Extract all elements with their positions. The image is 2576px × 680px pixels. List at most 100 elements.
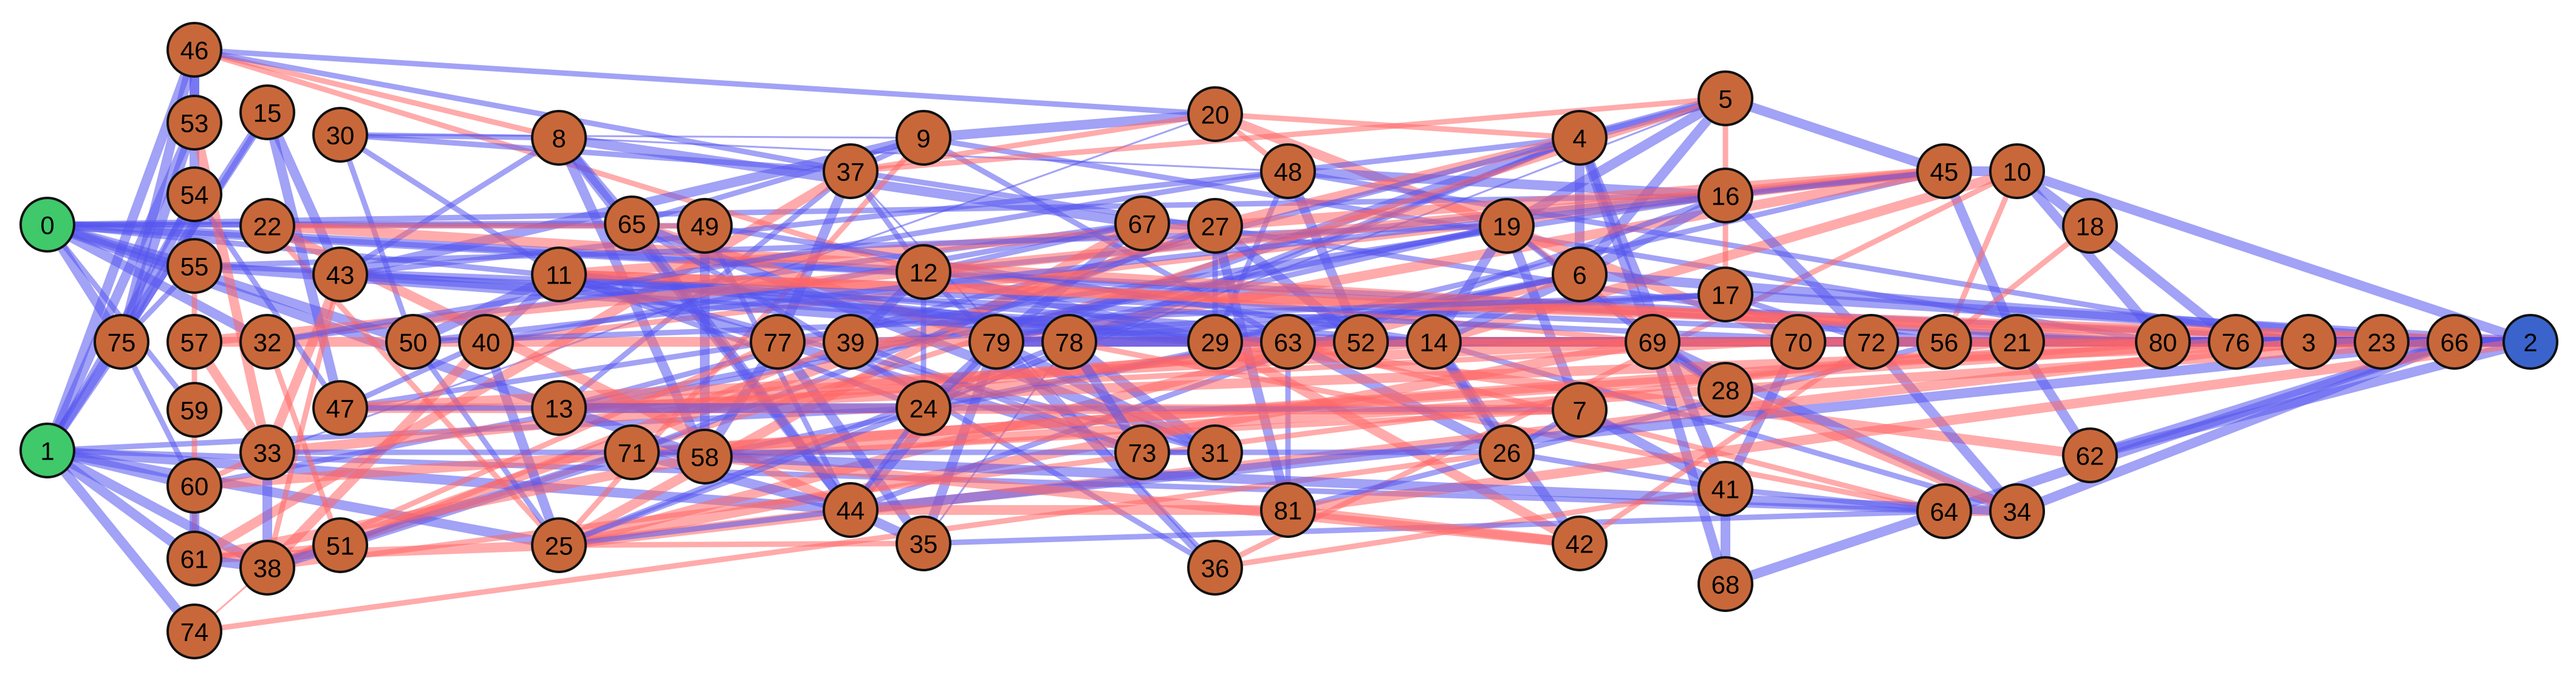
node-77: 77	[750, 314, 806, 370]
node-label: 70	[1784, 328, 1813, 357]
node-circle	[1187, 424, 1243, 480]
node-label: 52	[1347, 328, 1375, 357]
edge-23-13	[554, 337, 2386, 413]
node-label: 64	[1930, 498, 1959, 526]
node-label: 63	[1274, 328, 1303, 357]
node-75: 75	[94, 314, 149, 370]
node-circle	[968, 314, 1024, 370]
node-label: 14	[1420, 328, 1448, 357]
edge-10-2	[2012, 166, 2535, 347]
node-label: 73	[1128, 439, 1157, 467]
node-label: 16	[1711, 182, 1740, 211]
node-label: 40	[472, 328, 501, 357]
node-label: 45	[1930, 158, 1959, 186]
node-label: 38	[253, 554, 282, 583]
node-circle	[1697, 168, 1753, 223]
node-circle	[1187, 314, 1243, 370]
node-circle	[1916, 314, 1972, 370]
node-72: 72	[1843, 314, 1899, 370]
node-label: 55	[180, 253, 209, 281]
node-circle	[2281, 314, 2337, 370]
edge-64-68	[1721, 506, 1949, 589]
node-circle	[1552, 110, 1608, 166]
edge-30-9	[339, 134, 925, 139]
node-label: 48	[1274, 158, 1303, 186]
node-58: 58	[677, 429, 733, 484]
node-label: 32	[253, 328, 282, 357]
node-label: 25	[545, 532, 574, 560]
node-circle	[1114, 195, 1170, 251]
node-circle	[1697, 267, 1753, 322]
node-circle	[239, 424, 295, 480]
node-circle	[1041, 314, 1097, 370]
node-label: 20	[1201, 101, 1230, 129]
node-label: 23	[2368, 328, 2396, 357]
node-68: 68	[1697, 556, 1753, 612]
node-circle	[19, 423, 75, 478]
node-circle	[239, 84, 295, 140]
node-circle	[1843, 314, 1899, 370]
node-label: 28	[1711, 376, 1740, 405]
edge-58-34	[700, 452, 2022, 516]
node-44: 44	[823, 482, 879, 538]
node-circle	[1479, 198, 1535, 254]
node-76: 76	[2208, 314, 2264, 370]
node-49: 49	[677, 198, 733, 254]
node-12: 12	[896, 244, 951, 300]
node-circle	[1697, 70, 1753, 126]
node-26: 26	[1479, 424, 1535, 480]
node-circle	[1114, 424, 1170, 480]
node-7: 7	[1552, 382, 1608, 438]
node-0: 0	[19, 197, 75, 253]
node-3: 3	[2281, 314, 2337, 370]
node-circle	[531, 517, 587, 573]
node-51: 51	[312, 517, 368, 573]
edge-9-20	[919, 109, 1220, 143]
node-circle	[312, 517, 368, 573]
node-32: 32	[239, 314, 295, 370]
node-circle	[1187, 540, 1243, 596]
node-38: 38	[239, 540, 295, 596]
node-circle	[166, 458, 222, 514]
node-22: 22	[239, 198, 295, 254]
node-circle	[823, 314, 879, 370]
node-circle	[896, 515, 951, 571]
edge-8-43	[337, 135, 562, 277]
node-37: 37	[823, 143, 879, 199]
node-circle	[166, 166, 222, 222]
node-21: 21	[1989, 314, 2045, 370]
edge-32-48	[264, 168, 1291, 345]
node-circle	[166, 314, 222, 370]
node-circle	[677, 198, 733, 254]
node-label: 19	[1493, 212, 1521, 241]
node-56: 56	[1916, 314, 1972, 370]
node-circle	[1989, 143, 2045, 199]
node-circle	[1697, 461, 1753, 517]
node-39: 39	[823, 314, 879, 370]
edge-1-53	[43, 118, 199, 455]
edge-30-50	[337, 132, 416, 345]
node-circle	[2062, 427, 2118, 483]
node-circle	[2062, 198, 2118, 254]
node-45: 45	[1916, 143, 1972, 199]
node-label: 5	[1718, 85, 1732, 114]
node-label: 53	[180, 109, 209, 138]
node-circle	[1989, 483, 2045, 539]
node-59: 59	[166, 382, 222, 438]
node-circle	[1916, 483, 1972, 539]
node-circle	[2135, 314, 2191, 370]
node-circle	[1697, 362, 1753, 418]
edge-48-4	[1285, 135, 1583, 174]
node-circle	[166, 531, 222, 586]
node-circle	[1187, 86, 1243, 142]
node-label: 47	[326, 395, 355, 423]
node-label: 42	[1566, 530, 1594, 559]
node-circle	[1552, 382, 1608, 438]
node-label: 76	[2222, 328, 2250, 357]
edge-81-42	[1283, 505, 1584, 548]
node-label: 57	[180, 328, 209, 357]
node-circle	[1552, 246, 1608, 302]
node-label: 4	[1572, 124, 1586, 153]
node-52: 52	[1333, 314, 1389, 370]
